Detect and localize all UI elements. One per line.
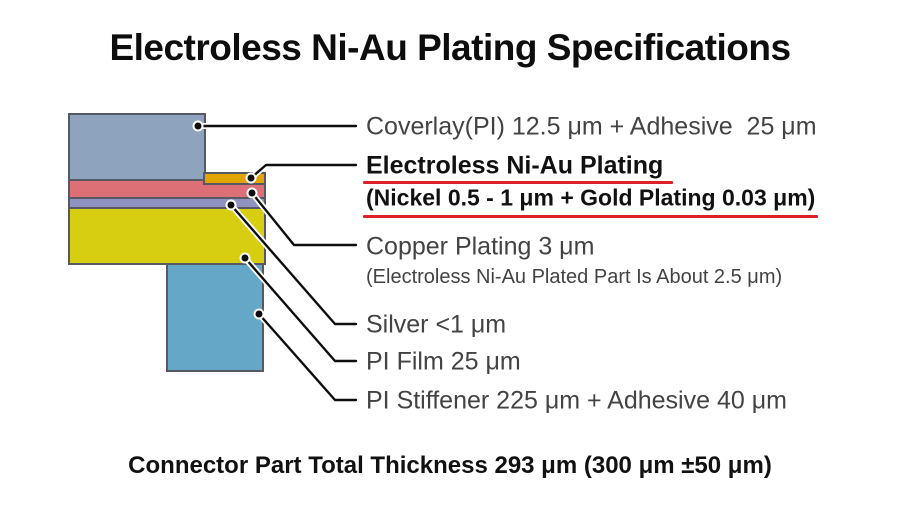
label-copper-note: (Electroless Ni-Au Plated Part Is About … <box>366 266 783 288</box>
red-underline-ni-au-detail <box>363 215 818 218</box>
label-coverlay: Coverlay(PI) 12.5 μm + Adhesive 25 μm <box>366 112 817 141</box>
label-pi-film: PI Film 25 μm <box>366 347 521 376</box>
label-copper: Copper Plating 3 μm <box>366 232 595 261</box>
callout-dot-silver <box>225 199 237 211</box>
page-title: Electroless Ni-Au Plating Specifications <box>109 27 791 68</box>
label-ni-au-plating: Electroless Ni-Au Plating <box>366 151 664 180</box>
callout-dot-copper <box>246 187 258 199</box>
callout-dot-pi-film <box>239 252 251 264</box>
total-thickness-note: Connector Part Total Thickness 293 μm (3… <box>128 452 772 479</box>
label-pi-stiffener: PI Stiffener 225 μm + Adhesive 40 μm <box>366 386 787 415</box>
leader-line-silver <box>228 202 359 327</box>
coverlay-layer <box>68 113 206 181</box>
red-underline-ni-au-title <box>363 181 673 184</box>
callout-dot-ni-au <box>245 172 257 184</box>
label-silver: Silver <1 μm <box>366 310 507 339</box>
leader-line-copper <box>249 190 359 248</box>
pi-film-layer <box>68 207 266 265</box>
label-ni-au-detail: (Nickel 0.5 - 1 μm + Gold Plating 0.03 μ… <box>366 184 816 211</box>
leader-line-pi-film <box>242 255 359 364</box>
ni-au-plating-layer <box>203 172 266 185</box>
callout-dot-pi-stiffener <box>253 308 265 320</box>
leader-line-pi-stiffener <box>256 311 359 403</box>
leader-line-ni-au <box>248 162 359 181</box>
pi-stiffener-layer <box>166 263 264 372</box>
callout-dot-coverlay <box>192 120 204 132</box>
